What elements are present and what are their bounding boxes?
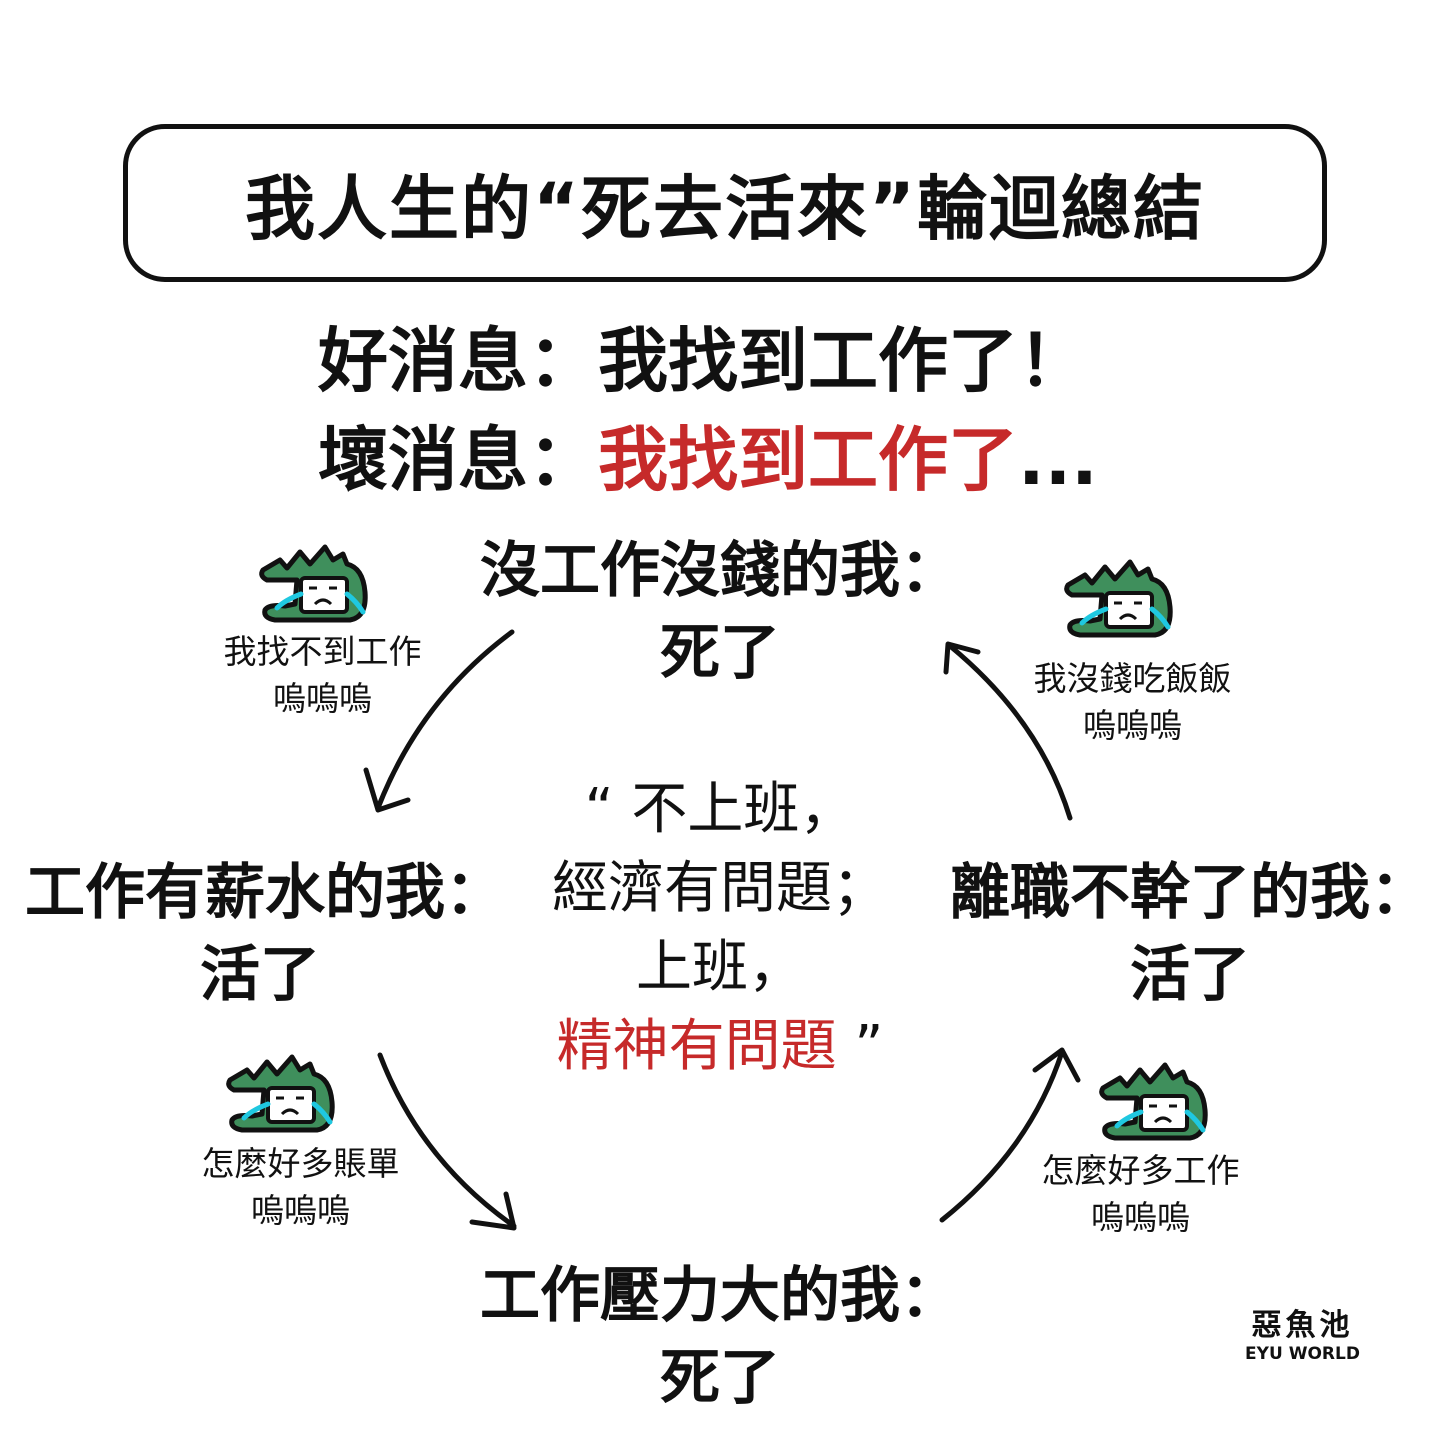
arrow-left-to-bottom <box>377 1052 517 1231</box>
good-news-label: 好消息： <box>318 320 598 402</box>
caption-3-text: 怎麼好多賬單 <box>201 1144 400 1183</box>
crying-crocodile-icon <box>222 1052 342 1137</box>
arrow-top-to-left <box>363 629 515 813</box>
quote-close: ” <box>836 1014 884 1079</box>
quote-line-2: 經濟有問題； <box>552 856 888 921</box>
caption-2-text: 我沒錢吃飯飯 <box>1033 659 1232 698</box>
brand-logo: 惡魚池 EYU WORLD <box>1240 1300 1365 1364</box>
node-left: 工作有薪水的我： 活了 <box>20 852 510 1016</box>
arrow-bottom-to-right <box>939 1047 1081 1223</box>
caption-2-sob: 嗚嗚嗚 <box>1083 706 1182 745</box>
node-right-state: 活了 <box>1130 940 1250 1010</box>
quote-line-3: 上班， <box>636 935 804 1000</box>
node-bottom-state: 死了 <box>660 1343 780 1413</box>
node-right-label: 離職不幹了的我： <box>950 858 1430 928</box>
node-bottom-label: 工作壓力大的我： <box>480 1261 960 1331</box>
node-left-label: 工作有薪水的我： <box>25 858 505 928</box>
bad-news-suffix: ... <box>1018 419 1098 501</box>
caption-3: 怎麼好多賬單 嗚嗚嗚 <box>168 1140 433 1234</box>
node-bottom: 工作壓力大的我： 死了 <box>470 1255 970 1419</box>
caption-1-text: 我找不到工作 <box>223 632 422 671</box>
caption-4-text: 怎麼好多工作 <box>1041 1151 1240 1190</box>
node-top: 沒工作沒錢的我： 死了 <box>470 530 970 694</box>
caption-4-sob: 嗚嗚嗚 <box>1091 1198 1190 1237</box>
crying-crocodile-icon <box>1095 1060 1215 1145</box>
node-left-state: 活了 <box>200 940 320 1010</box>
caption-3-sob: 嗚嗚嗚 <box>251 1191 350 1230</box>
logo-cn: 惡魚池 <box>1251 1308 1354 1343</box>
arrow-right-to-top <box>943 641 1073 821</box>
caption-1: 我找不到工作 嗚嗚嗚 <box>190 628 455 722</box>
bad-news: 壞消息：我找到工作了... <box>318 404 1098 505</box>
node-top-state: 死了 <box>660 618 780 688</box>
bad-news-label: 壞消息： <box>318 419 598 501</box>
logo-en: EYU WORLD <box>1245 1344 1360 1364</box>
quote-line-4: 精神有問題 <box>556 1014 837 1079</box>
caption-4: 怎麼好多工作 嗚嗚嗚 <box>1008 1147 1273 1241</box>
page-title: 我人生的“死去活來”輪迴總結 <box>244 167 1205 250</box>
bad-news-text: 我找到工作了 <box>598 419 1018 501</box>
quote-line-1: “ 不上班， <box>584 777 856 842</box>
good-news: 好消息：我找到工作了！ <box>318 305 1088 406</box>
caption-2: 我沒錢吃飯飯 嗚嗚嗚 <box>1000 655 1265 749</box>
title-box: 我人生的“死去活來”輪迴總結 <box>123 124 1327 282</box>
caption-1-sob: 嗚嗚嗚 <box>273 679 372 718</box>
center-quote: “ 不上班， 經濟有問題； 上班， 精神有問題 ” <box>520 770 920 1086</box>
crying-crocodile-icon <box>255 542 375 627</box>
sad-crocodile-icon <box>1060 557 1180 642</box>
good-news-text: 我找到工作了！ <box>598 320 1088 402</box>
node-top-label: 沒工作沒錢的我： <box>480 536 960 606</box>
node-right: 離職不幹了的我： 活了 <box>945 852 1435 1016</box>
